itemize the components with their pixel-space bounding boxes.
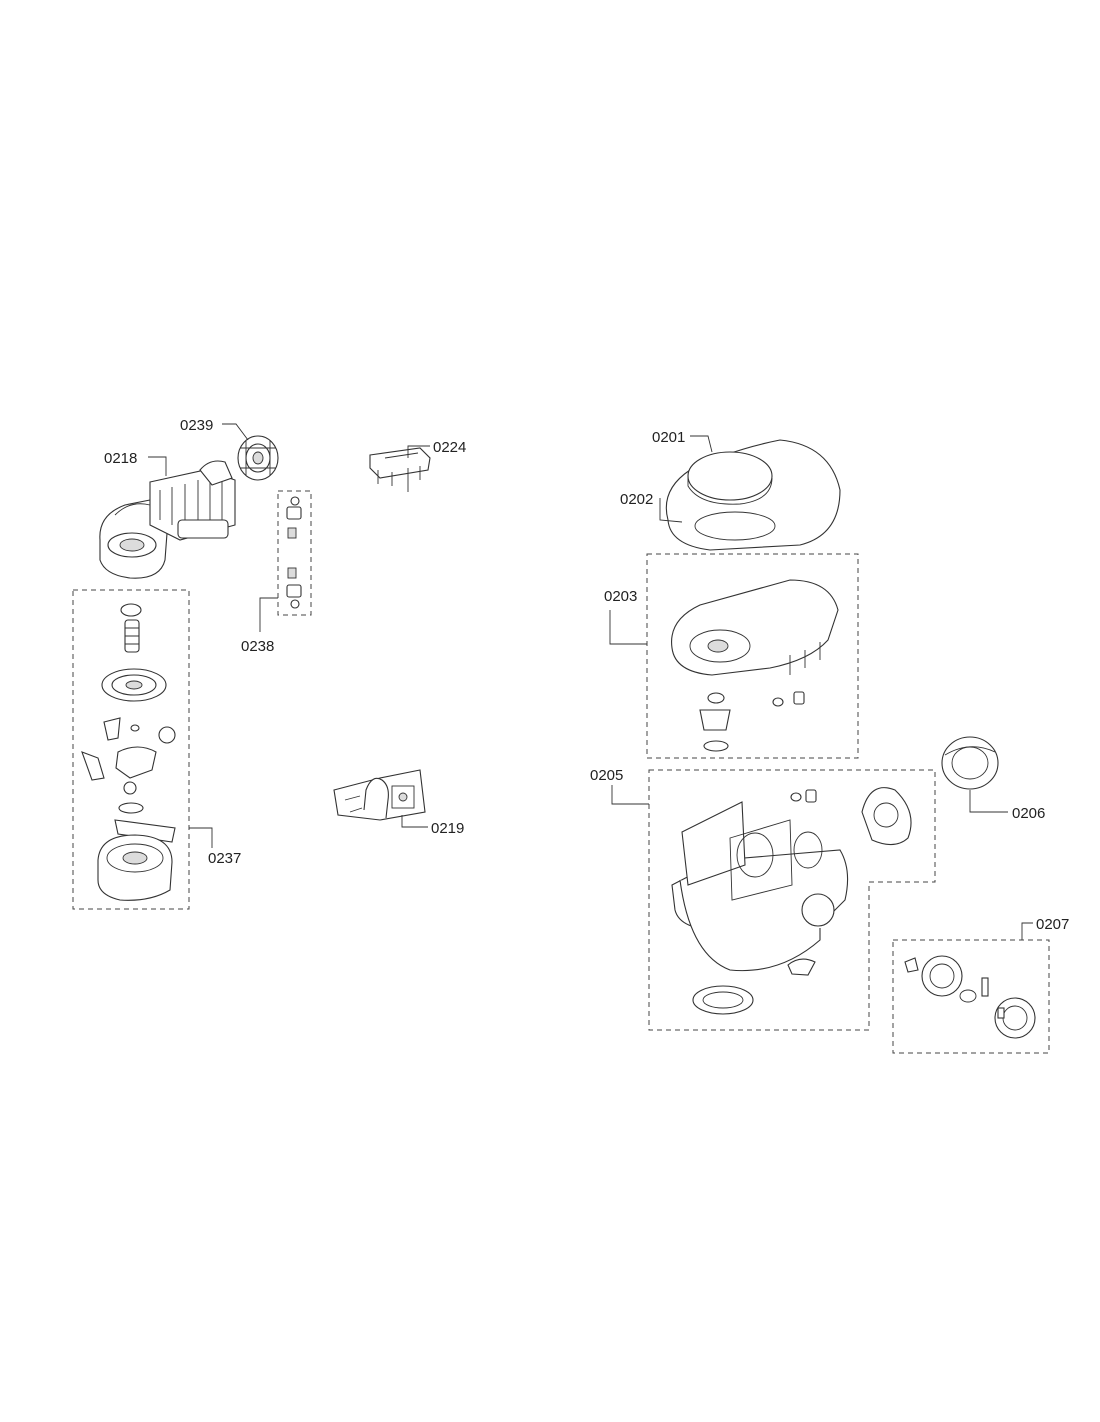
group-0238-box xyxy=(277,490,312,616)
part-0205-base-housing xyxy=(671,787,912,1015)
part-0201-top-cover xyxy=(687,451,773,505)
leader-0205 xyxy=(611,785,649,805)
part-0207-knob-assembly xyxy=(904,955,1036,1039)
callout-0239: 0239 xyxy=(180,417,213,434)
leader-0219 xyxy=(401,815,428,828)
callout-0218: 0218 xyxy=(104,450,137,467)
leader-0206 xyxy=(969,790,1008,813)
part-0224-clip xyxy=(369,447,431,492)
part-0239-gear-ring xyxy=(237,435,279,481)
callout-0205: 0205 xyxy=(590,767,623,784)
callout-0219: 0219 xyxy=(431,820,464,837)
leader-0238 xyxy=(259,597,278,632)
group-0237-box xyxy=(72,589,190,910)
leader-0218 xyxy=(148,456,167,476)
part-0238-brushes xyxy=(286,496,302,609)
part-0219-switch-module xyxy=(333,769,426,821)
leader-0201 xyxy=(690,435,713,453)
group-0207-box xyxy=(892,939,1050,1054)
part-0203-upper-housing xyxy=(671,579,839,752)
leader-0207 xyxy=(1021,922,1033,940)
callout-0201: 0201 xyxy=(652,429,685,446)
callout-0237: 0237 xyxy=(208,850,241,867)
leader-0224 xyxy=(407,445,430,458)
callout-0202: 0202 xyxy=(620,491,653,508)
group-0205-box xyxy=(648,769,936,1031)
callout-0207: 0207 xyxy=(1036,916,1069,933)
callout-0238: 0238 xyxy=(241,638,274,655)
callout-0224: 0224 xyxy=(433,439,466,456)
part-0206-ring xyxy=(941,736,999,790)
part-0237-gearbox xyxy=(81,603,176,901)
part-0218-motor-assembly xyxy=(99,460,236,579)
leader-0239 xyxy=(222,423,249,441)
leader-0202 xyxy=(659,498,683,523)
callout-0206: 0206 xyxy=(1012,805,1045,822)
leader-0237 xyxy=(189,827,213,848)
callout-0203: 0203 xyxy=(604,588,637,605)
leader-0203 xyxy=(609,610,647,645)
